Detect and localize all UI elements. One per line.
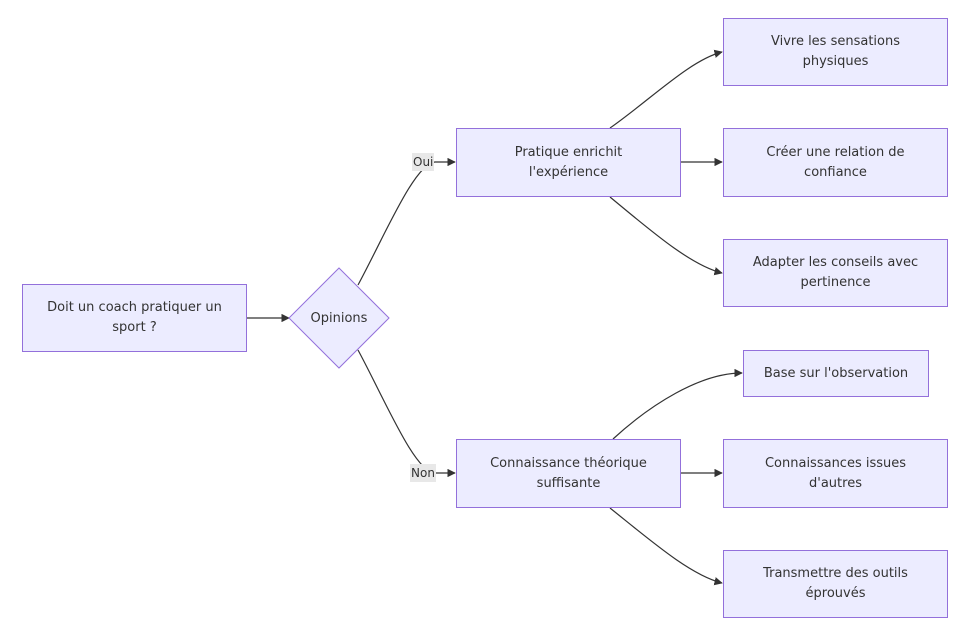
node-no-3[interactable]: Transmettre des outils éprouvés xyxy=(723,550,948,618)
node-no-2[interactable]: Connaissances issues d'autres xyxy=(723,439,948,508)
node-yes-3[interactable]: Adapter les conseils avec pertinence xyxy=(723,239,948,307)
node-yes-main[interactable]: Pratique enrichit l'expérience xyxy=(456,128,681,197)
node-yes-3-label: Adapter les conseils avec pertinence xyxy=(752,255,919,290)
edge-yes-main-to-yes-1 xyxy=(609,49,723,129)
node-yes-main-label: Pratique enrichit l'expérience xyxy=(514,144,623,180)
edge-label-no: Non xyxy=(410,464,436,482)
node-no-3-label: Transmettre des outils éprouvés xyxy=(763,566,908,601)
node-yes-2-label: Créer une relation de confiance xyxy=(766,144,905,180)
edge-label-yes: Oui xyxy=(412,153,435,171)
node-yes-1[interactable]: Vivre les sensations physiques xyxy=(723,18,948,86)
edge-yes-main-to-yes-3 xyxy=(609,196,723,276)
decision-diamond-shape xyxy=(288,267,390,369)
node-yes-1-label: Vivre les sensations physiques xyxy=(770,34,901,69)
node-no-main[interactable]: Connaissance théorique suffisante xyxy=(456,439,681,508)
node-yes-2[interactable]: Créer une relation de confiance xyxy=(723,128,948,197)
node-no-1[interactable]: Base sur l'observation xyxy=(743,350,929,397)
node-no-main-label: Connaissance théorique suffisante xyxy=(490,455,647,491)
node-no-1-label: Base sur l'observation xyxy=(763,365,909,381)
node-decision[interactable]: Opinions xyxy=(289,268,389,368)
node-start-label: Doit un coach pratiquer un sport ? xyxy=(47,300,222,335)
edge-decision-to-yes-main xyxy=(357,157,456,286)
edge-no-main-to-no-1 xyxy=(612,368,743,440)
edge-decision-to-no-main xyxy=(357,349,456,478)
node-decision-label: Opinions xyxy=(310,310,368,326)
edge-no-main-to-no-3 xyxy=(609,507,723,586)
node-no-2-label: Connaissances issues d'autres xyxy=(764,455,907,491)
node-start[interactable]: Doit un coach pratiquer un sport ? xyxy=(22,284,247,352)
